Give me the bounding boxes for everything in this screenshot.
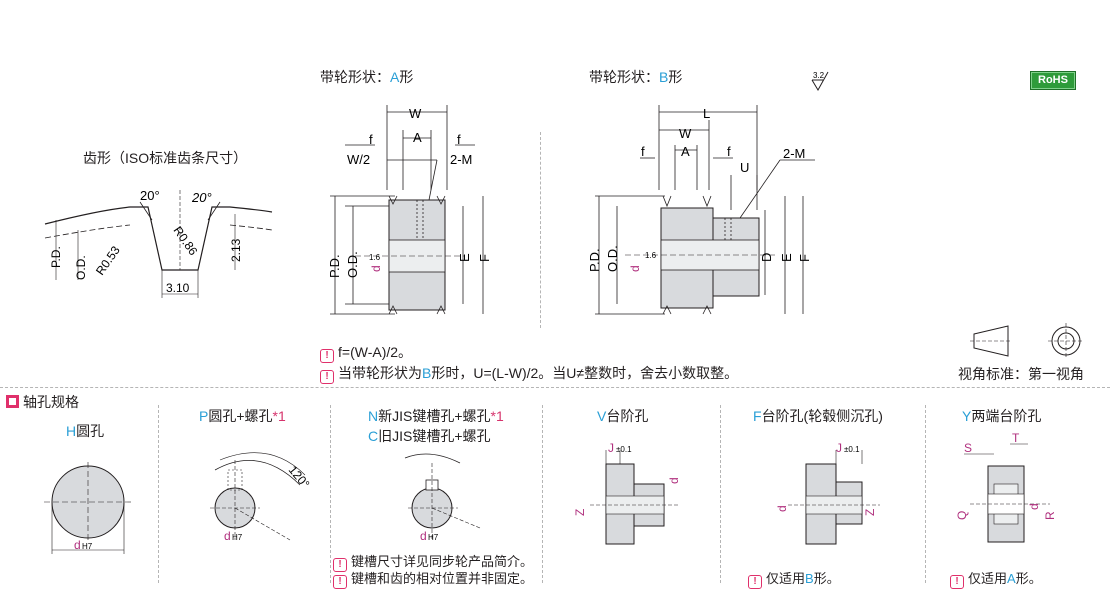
pulley-a-f-left: f <box>369 132 373 147</box>
tooth-depth: 2.13 <box>229 238 243 262</box>
warning-icon: ! <box>950 575 964 589</box>
bore-p-angle: 120° <box>286 463 313 491</box>
roughness-value: 3.2 <box>813 71 825 80</box>
pulley-a-w2: W/2 <box>347 152 370 167</box>
bore-h-d: d <box>74 538 81 552</box>
bore-type-y: Y两端台阶孔 <box>962 408 1042 424</box>
bore-h-drawing: d H7 <box>44 462 132 554</box>
bore-divider-2 <box>330 405 331 583</box>
pulley-b-pd: P.D. <box>587 248 602 272</box>
warning-icon: ! <box>320 370 334 384</box>
bore-type-v: V台阶孔 <box>597 408 649 424</box>
tooth-angle-left: 20° <box>140 188 160 203</box>
key-note-1: !键槽尺寸详见同步轮产品简介。 <box>333 551 533 572</box>
pulley-b-l: L <box>703 106 710 121</box>
bore-y-s: S <box>964 441 972 455</box>
bore-v-z: Z <box>573 509 587 516</box>
pulley-b-m: 2-M <box>783 146 805 161</box>
pulley-b-w: W <box>679 126 692 141</box>
projection-label: 视角标准：第一视角 <box>958 366 1084 382</box>
pulley-a-d: d <box>369 265 383 272</box>
pulley-b-e: E <box>779 253 794 262</box>
bore-type-p: P圆孔+螺孔*1 <box>199 408 286 424</box>
bore-v-drawing: J ±0.1 Z d <box>573 441 681 545</box>
bore-v-j: J <box>608 441 614 455</box>
projection-symbol <box>970 323 1084 359</box>
bore-f-jtol: ±0.1 <box>844 445 860 454</box>
pulley-b-od: O.D. <box>605 245 620 272</box>
pulley-b-drawing: L W f A f U 2-M P.D. O.D. d 1.6 D E F <box>587 105 815 315</box>
pulley-b-u: U <box>740 160 749 175</box>
pulley-a-w: W <box>409 106 422 121</box>
pulley-b-a: A <box>681 144 690 159</box>
tooth-r2: R0.86 <box>171 224 201 259</box>
pulley-a-f-right: f <box>457 132 461 147</box>
bore-f-z: Z <box>863 509 877 516</box>
section-divider <box>0 387 1110 388</box>
pulley-b-d: d <box>628 265 642 272</box>
warning-icon: ! <box>333 558 347 572</box>
tooth-angle-right: 20° <box>191 190 212 205</box>
bore-n-h7: H7 <box>428 533 439 542</box>
bore-divider-4 <box>720 405 721 583</box>
bore-f-drawing: J ±0.1 d Z <box>775 441 880 545</box>
bore-type-f: F台阶孔(轮毂侧沉孔) <box>753 408 883 424</box>
bore-y-t: T <box>1012 431 1020 445</box>
pulley-a-a: A <box>413 130 422 145</box>
bore-y-d: d <box>1027 503 1041 510</box>
tooth-profile-title: 齿形（ISO标准齿条尺寸） <box>83 150 248 166</box>
bore-y-r: R <box>1043 511 1057 520</box>
shape-b-title: 带轮形状：B形 <box>589 69 683 85</box>
tooth-profile-drawing: 20° 20° R0.53 R0.86 2.13 3.10 P.D. O.D. <box>44 188 273 298</box>
divider-a-b <box>540 132 541 328</box>
bore-f-d: d <box>775 505 789 512</box>
shape-a-title: 带轮形状：A形 <box>320 69 414 85</box>
note-f: !f=(W-A)/2。 <box>320 342 412 363</box>
pulley-a-e: E <box>457 253 472 262</box>
bore-section-title: 轴孔规格 <box>6 392 79 412</box>
pulley-b-f-dim: F <box>797 254 812 262</box>
bore-type-n: N新JIS键槽孔+螺孔*1 <box>368 408 504 424</box>
pulley-b-f-right: f <box>727 144 731 159</box>
bore-type-c: C旧JIS键槽孔+螺孔 <box>368 428 491 444</box>
bore-p-drawing: 120° d H7 <box>210 452 313 543</box>
pulley-a-f-dim: F <box>477 254 492 262</box>
tooth-od: O.D. <box>74 255 88 280</box>
roughness-symbol: 3.2 <box>811 71 829 91</box>
tooth-pd: P.D. <box>49 246 63 268</box>
pulley-a-drawing: W f A f W/2 2-M P.D. O.D. d 1.6 E F <box>327 105 492 315</box>
bore-n-drawing: d H7 <box>404 453 481 543</box>
tooth-r1: R0.53 <box>93 243 123 278</box>
tooth-width: 3.10 <box>166 281 190 295</box>
pulley-a-pd: P.D. <box>327 254 342 278</box>
bore-p-d: d <box>224 529 231 543</box>
bore-divider-1 <box>158 405 159 583</box>
rohs-badge: RoHS <box>1030 71 1076 90</box>
bore-y-drawing: S T Q d R <box>955 431 1057 543</box>
y-note: !仅适用A形。 <box>950 568 1042 589</box>
bore-divider-5 <box>925 405 926 583</box>
bore-v-jtol: ±0.1 <box>616 445 632 454</box>
v-note: !仅适用B形。 <box>748 568 840 589</box>
bore-h-h7: H7 <box>82 542 93 551</box>
section-square-icon <box>6 395 19 408</box>
pulley-a-m: 2-M <box>450 152 472 167</box>
note-u: !当带轮形状为B形时，U=(L-W)/2。当U≠整数时，舍去小数取整。 <box>320 363 738 384</box>
pulley-b-rough: 1.6 <box>645 251 657 260</box>
bore-y-q: Q <box>955 511 969 520</box>
pulley-a-rough: 1.6 <box>369 253 381 262</box>
pulley-b-f-left: f <box>641 144 645 159</box>
warning-icon: ! <box>320 349 334 363</box>
warning-icon: ! <box>333 575 347 589</box>
bore-divider-3 <box>542 405 543 583</box>
pulley-b-dd: D <box>759 253 774 262</box>
warning-icon: ! <box>748 575 762 589</box>
pulley-a-od: O.D. <box>345 251 360 278</box>
bore-v-d: d <box>667 477 681 484</box>
bore-f-j: J <box>836 441 842 455</box>
bore-n-d: d <box>420 529 427 543</box>
bore-type-h: H圆孔 <box>66 423 105 439</box>
bore-p-h7: H7 <box>232 533 243 542</box>
